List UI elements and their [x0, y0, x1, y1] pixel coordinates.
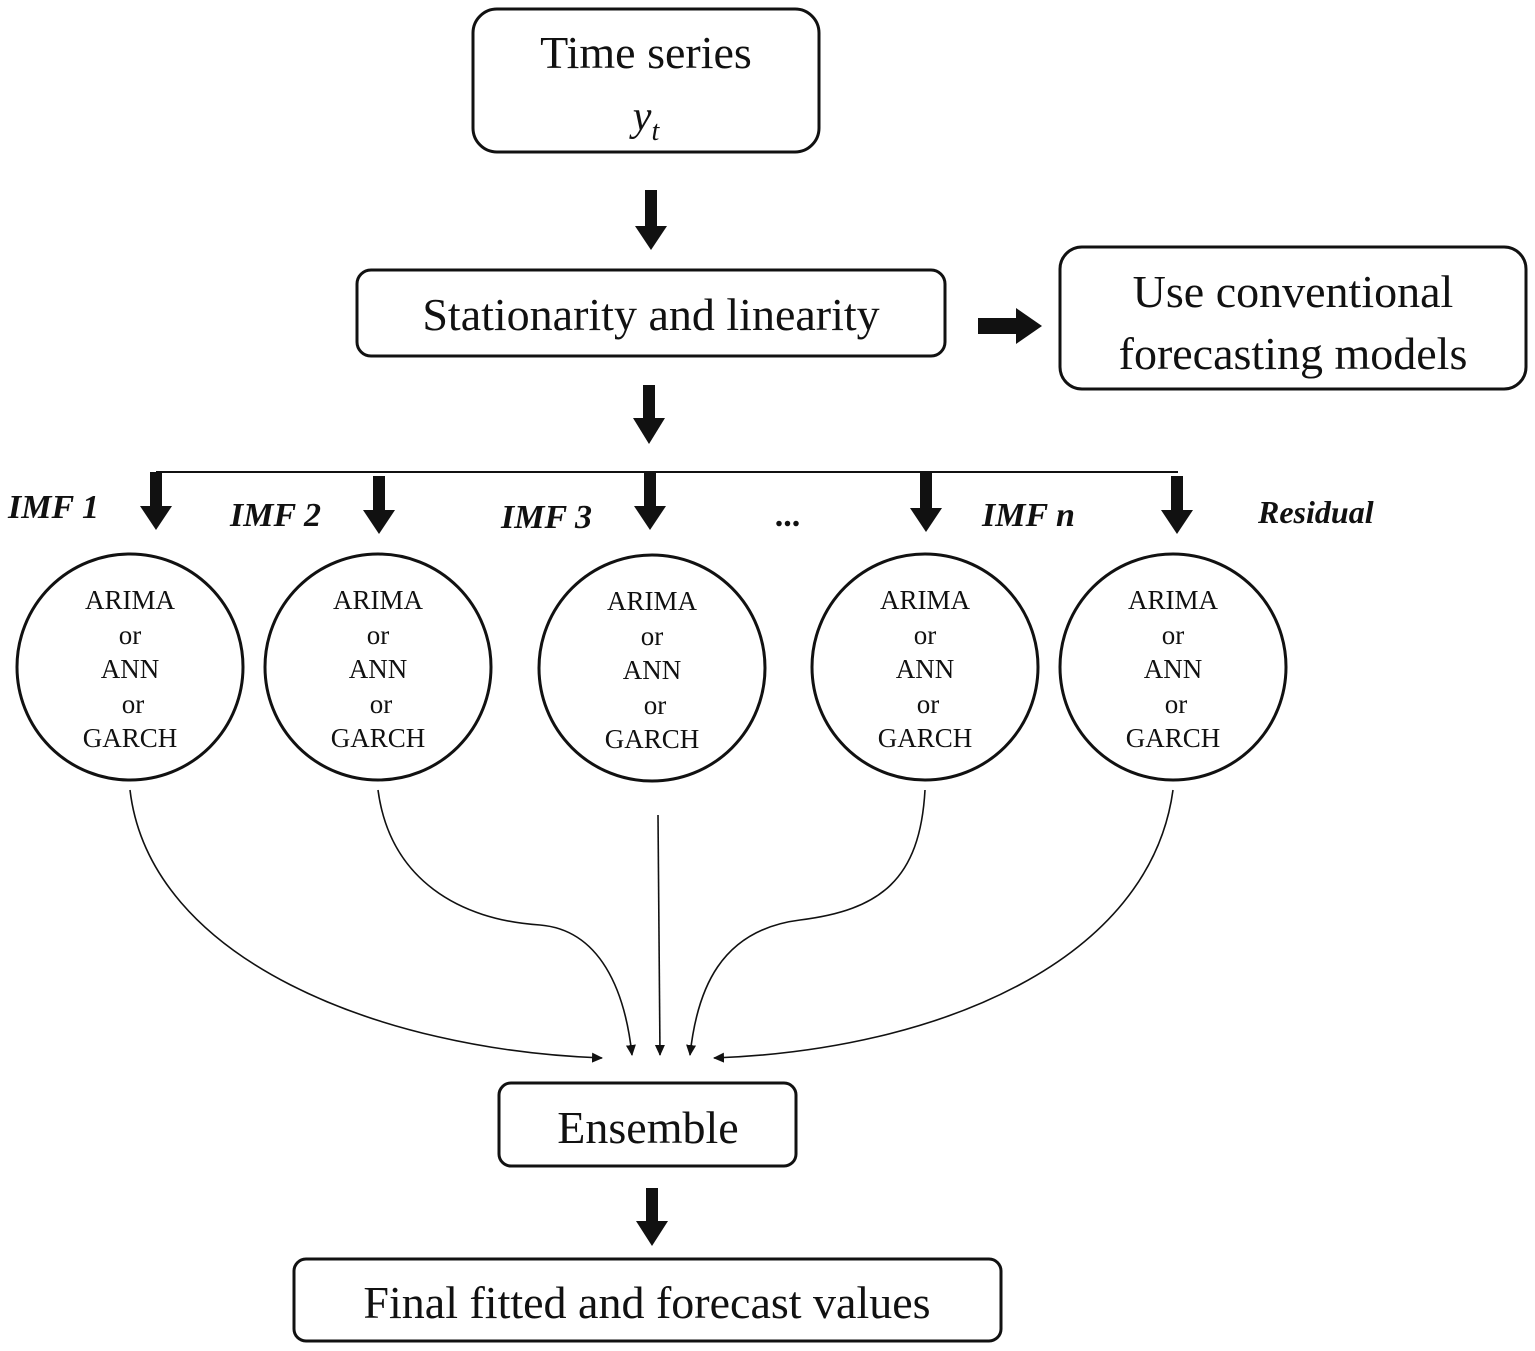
imf-1-label: IMF 1 [7, 489, 99, 526]
model-line: or [1165, 689, 1188, 719]
residual-label: Residual [1257, 494, 1374, 530]
ensemble-label: Ensemble [557, 1102, 738, 1153]
branch-arrow-4 [910, 472, 942, 532]
connector-5 [713, 789, 1174, 1063]
model-circle-3: ARIMA or ANN or GARCH [537, 553, 767, 783]
conventional-models-box: Use conventional forecasting models [1058, 245, 1528, 391]
conventional-line-1: Use conventional [1133, 266, 1454, 317]
model-line: GARCH [1126, 723, 1221, 753]
model-line: ANN [896, 654, 955, 684]
branch-arrow-2 [363, 476, 395, 534]
branch-arrow-3 [634, 472, 666, 530]
model-line: ANN [1144, 654, 1203, 684]
stationarity-box: Stationarity and linearity [355, 268, 947, 358]
model-line: GARCH [83, 723, 178, 753]
branch-arrow-5 [1161, 476, 1193, 534]
connector-1 [129, 789, 603, 1063]
right-arrow [978, 308, 1042, 344]
imf-n-label: IMF n [981, 497, 1075, 534]
model-line: ANN [101, 654, 160, 684]
model-circle-4: ARIMA or ANN or GARCH [810, 552, 1040, 782]
model-line: ARIMA [333, 585, 424, 615]
model-line: GARCH [605, 724, 700, 754]
imf-2-label: IMF 2 [229, 497, 321, 534]
final-values-box: Final fitted and forecast values [292, 1257, 1003, 1343]
model-line: ANN [623, 655, 682, 685]
model-circle-1: ARIMA or ANN or GARCH [15, 552, 245, 782]
time-series-box: Time series yt [471, 7, 821, 154]
down-arrow-1 [635, 190, 667, 250]
ellipsis-label: ... [776, 497, 802, 534]
connector-3 [654, 814, 665, 1056]
time-series-symbol: yt [629, 94, 661, 147]
model-line: or [914, 620, 937, 650]
model-line: or [122, 689, 145, 719]
model-line: ARIMA [880, 585, 971, 615]
ensemble-box: Ensemble [497, 1081, 798, 1168]
conventional-line-2: forecasting models [1119, 328, 1468, 379]
connector-2 [377, 789, 636, 1056]
branch-arrow-1 [140, 472, 172, 530]
model-line: or [641, 621, 664, 651]
model-line: or [917, 689, 940, 719]
connector-4 [686, 789, 926, 1056]
model-line: or [644, 690, 667, 720]
final-values-label: Final fitted and forecast values [363, 1277, 930, 1328]
model-line: or [370, 689, 393, 719]
down-arrow-3 [636, 1188, 668, 1246]
model-line: ANN [349, 654, 408, 684]
model-line: ARIMA [607, 586, 698, 616]
model-line: or [367, 620, 390, 650]
model-circle-5: ARIMA or ANN or GARCH [1058, 552, 1288, 782]
imf-3-label: IMF 3 [500, 499, 592, 536]
model-line: ARIMA [1128, 585, 1219, 615]
model-line: or [119, 620, 142, 650]
model-line: GARCH [331, 723, 426, 753]
down-arrow-2 [633, 385, 665, 444]
model-line: GARCH [878, 723, 973, 753]
model-line: ARIMA [85, 585, 176, 615]
time-series-label: Time series [540, 27, 752, 78]
ensemble-connectors [129, 789, 1174, 1063]
stationarity-label: Stationarity and linearity [422, 289, 879, 340]
model-circle-2: ARIMA or ANN or GARCH [263, 552, 493, 782]
model-line: or [1162, 620, 1185, 650]
